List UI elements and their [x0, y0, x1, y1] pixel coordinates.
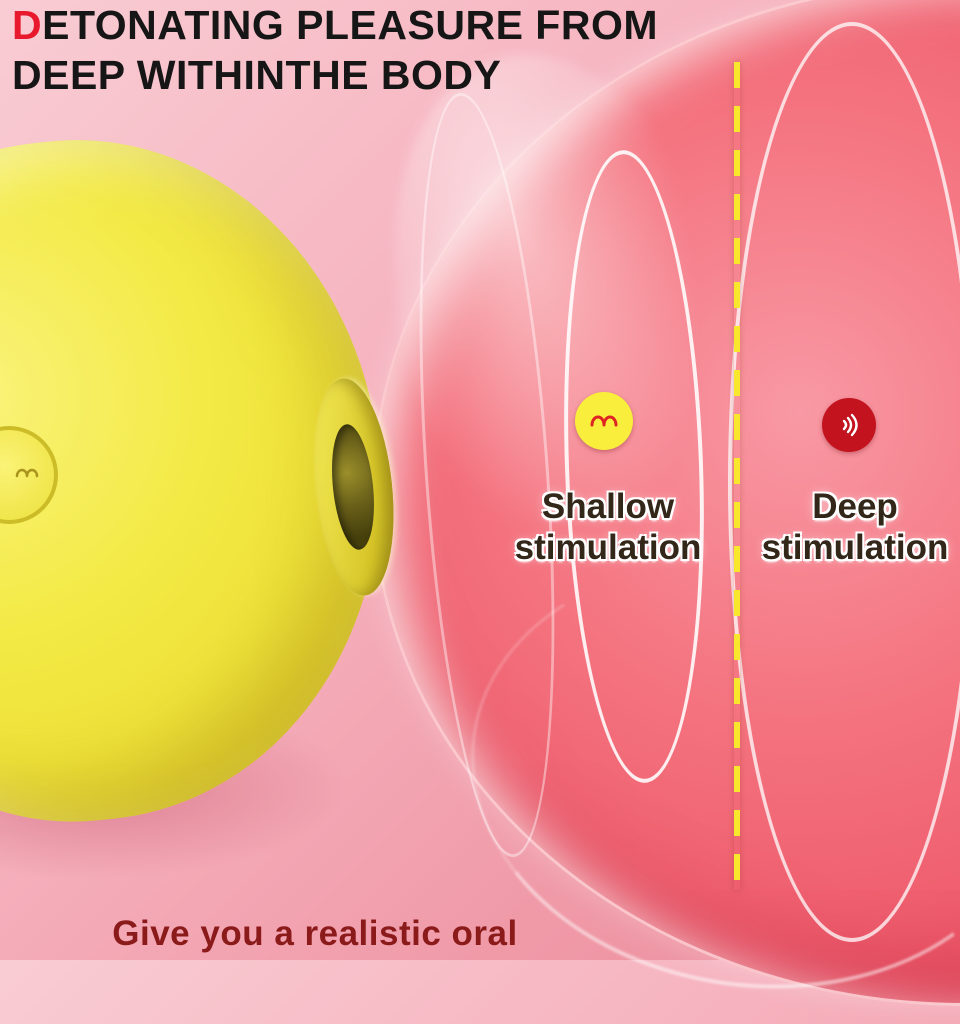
- shallow-stimulation-label: Shallow stimulation: [496, 486, 720, 569]
- sphere-contour-line-right: [728, 22, 960, 942]
- shallow-stimulation-icon-badge: [575, 392, 633, 450]
- shallow-wave-icon: [590, 415, 618, 427]
- device-button-wave-icon: [15, 468, 39, 478]
- bottom-caption: Give you a realistic oral: [112, 914, 518, 953]
- shallow-label-line2: stimulation: [514, 528, 702, 568]
- headline-line1-rest: ETONATING PLEASURE FROM: [42, 2, 658, 48]
- deep-stimulation-label: Deep stimulation: [743, 486, 960, 569]
- deep-label-line1: Deep: [812, 487, 898, 526]
- deep-wave-icon: [842, 413, 858, 437]
- deep-stimulation-icon-badge: [822, 398, 876, 452]
- shallow-label-line1: Shallow: [541, 487, 675, 526]
- deep-label-line2: stimulation: [761, 528, 949, 568]
- zone-divider-dashed-line: [734, 62, 740, 890]
- headline: DETONATING PLEASURE FROM DEEP WITHINTHE …: [12, 0, 712, 100]
- headline-line2: DEEP WITHINTHE BODY: [12, 52, 502, 99]
- headline-accent-letter: D: [12, 2, 43, 48]
- headline-line1: DETONATING PLEASURE FROM: [12, 0, 712, 50]
